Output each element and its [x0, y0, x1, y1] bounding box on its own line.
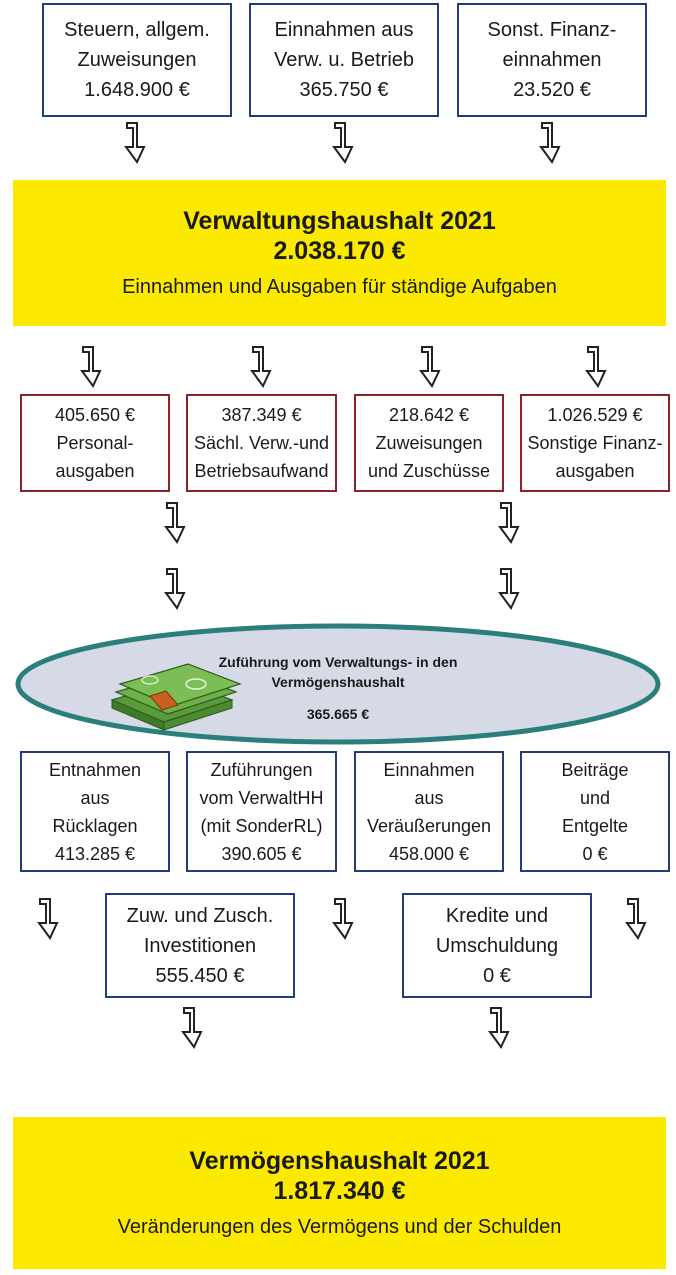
expense-amount: 405.650 € — [54, 405, 136, 425]
source-amount: 365.750 € — [299, 79, 389, 101]
vermoegen-box-zufuehrungen: Zuführungen vom VerwaltHH (mit SonderRL)… — [186, 751, 337, 872]
expense-label-line2: und Zuschüsse — [367, 461, 491, 481]
lower-box-kredite: Kredite und Umschuldung 0 € — [402, 893, 592, 998]
vermoegen-label-line1: Beiträge — [561, 759, 629, 780]
expense-label-line1: Sächl. Verw.-und — [193, 433, 330, 453]
vermoegen-label-line1: Zuführungen — [210, 759, 313, 780]
source-label-line1: Steuern, allgem. — [64, 19, 210, 41]
source-box-sonst-finanzeinnahmen: Sonst. Finanz- einnahmen 23.520 € — [457, 3, 647, 117]
source-label-line1: Einnahmen aus — [274, 19, 414, 41]
expense-label-line2: ausgaben — [55, 461, 135, 481]
zufuehrung-line2: Vermögenshaushalt — [271, 674, 405, 690]
vermoegen-label-line3: (mit SonderRL) — [200, 815, 323, 836]
down-arrow-icon — [487, 1007, 515, 1049]
vermoegen-label-line2: aus — [414, 787, 444, 808]
down-arrow-icon — [79, 346, 107, 388]
down-arrow-icon — [538, 122, 566, 164]
down-arrow-icon — [36, 898, 64, 940]
expense-amount: 218.642 € — [388, 405, 470, 425]
lower-amount: 555.450 € — [155, 964, 245, 987]
source-label-line2: einnahmen — [502, 49, 602, 71]
vermoegen-label-line1: Einnahmen — [383, 759, 475, 780]
lower-label-line2: Umschuldung — [435, 934, 559, 957]
expense-box-personal: 405.650 € Personal- ausgaben — [20, 394, 170, 492]
down-arrow-icon — [584, 346, 612, 388]
down-arrow-icon — [163, 568, 191, 610]
vermoegen-box-beitraege: Beiträge und Entgelte 0 € — [520, 751, 670, 872]
vermoegenshaushalt-amount: 1.817.340 € — [273, 1177, 406, 1205]
down-arrow-icon — [163, 502, 191, 544]
vermoegen-amount: 458.000 € — [388, 843, 470, 864]
verwaltungshaushalt-amount: 2.038.170 € — [273, 237, 406, 265]
expense-box-saechlich: 387.349 € Sächl. Verw.-und Betriebsaufwa… — [186, 394, 337, 492]
verwaltungshaushalt-banner: Verwaltungshaushalt 2021 2.038.170 € Ein… — [13, 180, 666, 326]
vermoegen-label-line2: und — [579, 787, 611, 808]
lower-box-investitionen: Zuw. und Zusch. Investitionen 555.450 € — [105, 893, 295, 998]
vermoegenshaushalt-subtitle: Veränderungen des Vermögens und der Schu… — [117, 1216, 562, 1238]
lower-label-line1: Zuw. und Zusch. — [126, 904, 274, 927]
down-arrow-icon — [624, 898, 652, 940]
vermoegen-label-line3: Veräußerungen — [366, 815, 492, 836]
zufuehrung-line1: Zuführung vom Verwaltungs- in den — [218, 654, 458, 670]
vermoegen-label-line2: vom VerwaltHH — [199, 787, 324, 808]
lower-label-line2: Investitionen — [143, 934, 257, 957]
expense-box-zuweisungen: 218.642 € Zuweisungen und Zuschüsse — [354, 394, 504, 492]
vermoegen-box-ruecklagen: Entnahmen aus Rücklagen 413.285 € — [20, 751, 170, 872]
source-box-steuern: Steuern, allgem. Zuweisungen 1.648.900 € — [42, 3, 232, 117]
down-arrow-icon — [249, 346, 277, 388]
expense-label-line1: Personal- — [56, 433, 134, 453]
expense-amount: 1.026.529 € — [547, 405, 643, 425]
lower-amount: 0 € — [483, 964, 511, 987]
expense-label-line2: Betriebsaufwand — [194, 461, 329, 481]
source-label-line2: Verw. u. Betrieb — [273, 49, 415, 71]
zufuehrung-amount: 365.665 € — [306, 706, 370, 722]
vermoegen-amount: 0 € — [582, 843, 608, 864]
vermoegenshaushalt-banner: Vermögenshaushalt 2021 1.817.340 € Verän… — [13, 1117, 666, 1269]
expense-box-sonstige-finanzausgaben: 1.026.529 € Sonstige Finanz- ausgaben — [520, 394, 670, 492]
down-arrow-icon — [331, 898, 359, 940]
source-box-verwaltung-betrieb: Einnahmen aus Verw. u. Betrieb 365.750 € — [249, 3, 439, 117]
vermoegen-box-veraeusserungen: Einnahmen aus Veräußerungen 458.000 € — [354, 751, 504, 872]
verwaltungshaushalt-subtitle: Einnahmen und Ausgaben für ständige Aufg… — [122, 276, 557, 298]
vermoegen-label-line3: Entgelte — [561, 815, 629, 836]
expense-label-line1: Sonstige Finanz- — [527, 433, 663, 453]
vermoegenshaushalt-title: Vermögenshaushalt 2021 — [189, 1147, 490, 1175]
vermoegen-label-line2: aus — [80, 787, 110, 808]
source-label-line2: Zuweisungen — [77, 49, 197, 71]
vermoegen-label-line3: Rücklagen — [52, 815, 138, 836]
source-amount: 1.648.900 € — [84, 79, 190, 101]
down-arrow-icon — [497, 568, 525, 610]
expense-amount: 387.349 € — [221, 405, 302, 425]
vermoegen-amount: 390.605 € — [221, 843, 302, 864]
expense-label-line2: ausgaben — [555, 461, 635, 481]
source-amount: 23.520 € — [513, 79, 591, 101]
source-label-line1: Sonst. Finanz- — [487, 19, 617, 41]
verwaltungshaushalt-title: Verwaltungshaushalt 2021 — [183, 207, 496, 235]
lower-label-line1: Kredite und — [445, 904, 549, 927]
vermoegen-amount: 413.285 € — [54, 843, 136, 864]
down-arrow-icon — [331, 122, 359, 164]
down-arrow-icon — [418, 346, 446, 388]
down-arrow-icon — [497, 502, 525, 544]
expense-label-line1: Zuweisungen — [375, 433, 483, 453]
vermoegen-label-line1: Entnahmen — [48, 759, 142, 780]
zufuehrung-text: Zuführung vom Verwaltungs- in den Vermög… — [150, 652, 526, 724]
down-arrow-icon — [180, 1007, 208, 1049]
down-arrow-icon — [123, 122, 151, 164]
